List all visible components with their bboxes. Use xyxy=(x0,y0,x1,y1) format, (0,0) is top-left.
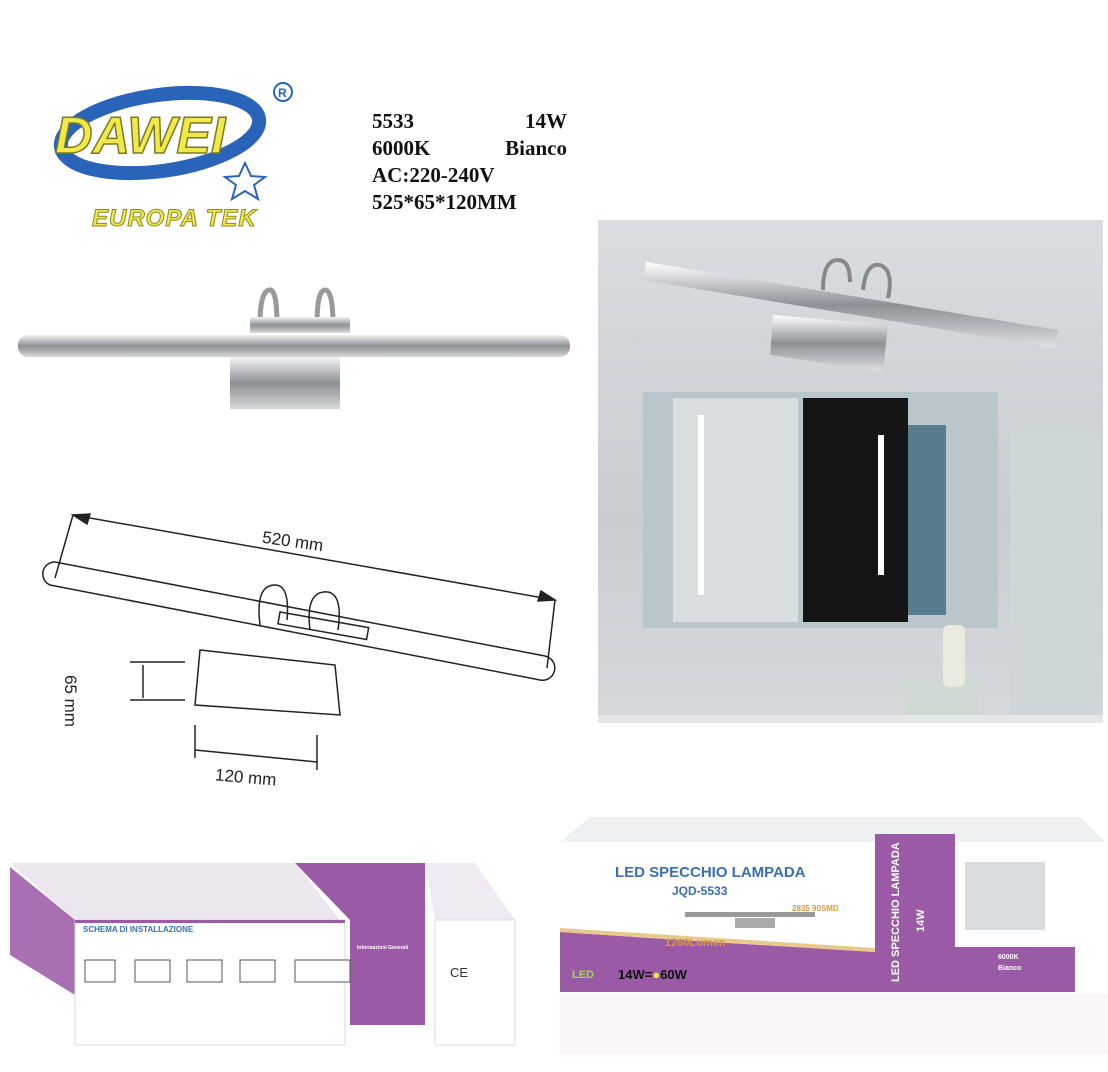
box-side-color: Bianco xyxy=(998,965,1022,972)
package-box-front: LED SPECCHIO LAMPADA JQD-5533 2835 90SMD… xyxy=(560,812,1108,1062)
ce-mark: CE xyxy=(450,965,469,980)
box-model: JQD-5533 xyxy=(672,884,728,898)
svg-text:DAWEI: DAWEI xyxy=(55,107,227,165)
box-side-power: 14W xyxy=(915,909,927,932)
box-title: LED SPECCHIO LAMPADA xyxy=(615,864,806,881)
equivalence-from: 14W= xyxy=(618,967,653,982)
spec-list: 5533 14W 6000K Bianco AC:220-240V 525*65*1… xyxy=(372,108,567,216)
spec-color-name: Bianco xyxy=(505,136,567,160)
spec-model: 5533 xyxy=(372,109,414,133)
lamp-product-image xyxy=(18,287,570,409)
spec-color-temp: 6000K xyxy=(372,136,431,160)
height-dimension: 65 mm xyxy=(61,675,80,727)
spec-voltage: AC:220-240V xyxy=(372,163,495,187)
box-side-title: LED SPECCHIO LAMPADA xyxy=(890,842,902,982)
package-box-back: SCHEMA DI INSTALLAZIONE Informazioni Gen… xyxy=(5,845,540,1060)
install-title: SCHEMA DI INSTALLAZIONE xyxy=(83,925,194,934)
box-smd: 2835 90SMD xyxy=(792,904,839,913)
bulb-icon: ● xyxy=(652,967,661,982)
dimension-drawing xyxy=(42,513,558,770)
box-equivalence: 14W=●60W xyxy=(618,967,687,982)
box-led-label: LED xyxy=(572,969,594,981)
bathroom-scene-photo xyxy=(598,220,1103,723)
spec-size: 525*65*120MM xyxy=(372,190,517,214)
brand-logo: DAWEI R xyxy=(53,82,293,202)
box-side-temp: 6000K xyxy=(998,954,1019,961)
info-title: Informazioni Generali xyxy=(357,945,409,951)
spec-power: 14W xyxy=(525,109,567,133)
brand-subtitle: EUROPA TEK xyxy=(92,205,257,233)
box-lumen: 1260Lumen xyxy=(665,937,726,949)
equivalence-to: 60W xyxy=(660,967,687,982)
svg-text:R: R xyxy=(278,86,287,100)
